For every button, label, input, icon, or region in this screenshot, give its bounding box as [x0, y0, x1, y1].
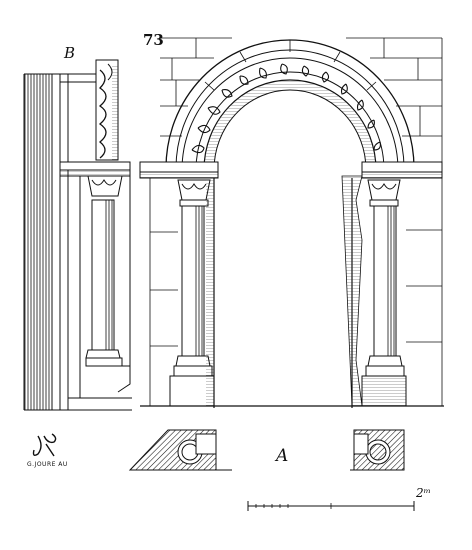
scale-bar — [247, 501, 415, 511]
section-label-b: B — [64, 44, 76, 62]
plan-label-a: A — [276, 446, 289, 466]
section-elevation-b — [23, 59, 132, 411]
plan-pier-left — [128, 429, 232, 471]
plan-pier-right — [350, 429, 405, 471]
engraver-monogram — [32, 433, 57, 457]
arched-doorway-elevation — [139, 37, 444, 408]
engraver-credit: G.JOURE AU — [27, 461, 68, 468]
scale-label: 2ᵐ — [416, 486, 431, 500]
figure-number: 73 — [143, 31, 164, 49]
